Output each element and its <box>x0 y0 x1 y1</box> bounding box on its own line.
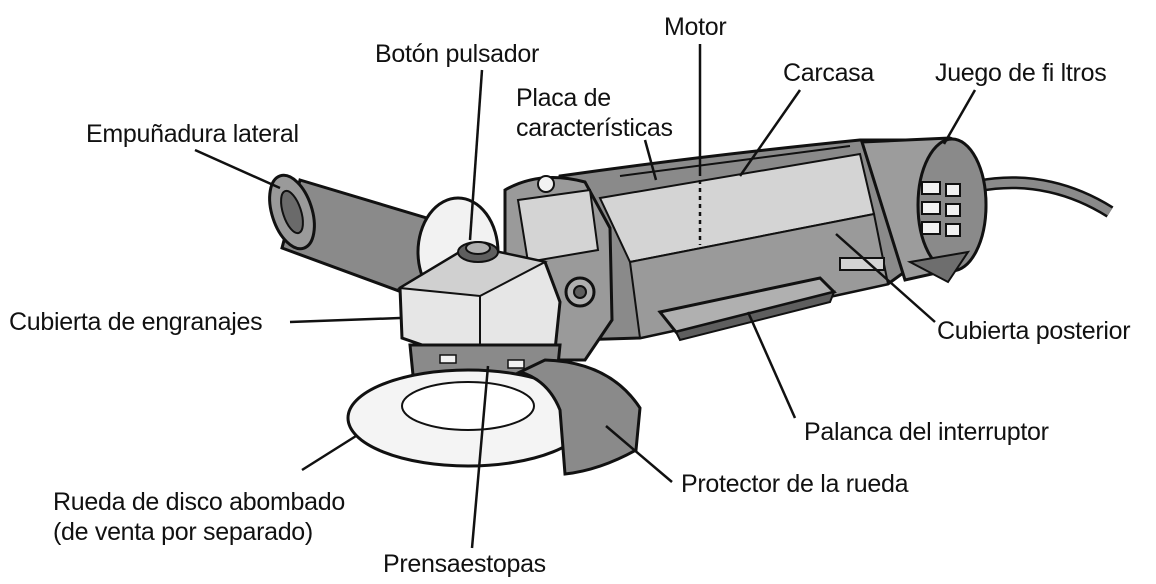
leader-wheel-guard <box>605 425 673 483</box>
label-rear-cover: Cubierta posterior <box>937 317 1131 345</box>
gear-cover <box>396 241 562 367</box>
label-wheel-line2: (de venta por separado) <box>53 518 313 546</box>
label-nameplate-line1: Placa de <box>516 84 611 112</box>
label-switch-lever: Palanca del interruptor <box>804 418 1049 446</box>
rear-cover <box>859 136 988 284</box>
label-nameplate-line2: características <box>516 114 673 142</box>
label-housing: Carcasa <box>783 59 874 87</box>
label-gland: Prensaestopas <box>383 550 546 578</box>
leader-gear-cover <box>289 316 401 324</box>
label-gear-cover: Cubierta de engranajes <box>9 308 263 336</box>
wheel-guard <box>515 358 642 476</box>
leader-switch <box>746 311 797 419</box>
leader-housing <box>738 89 802 177</box>
label-side-handle: Empuñadura lateral <box>86 120 299 148</box>
label-wheel-line1: Rueda de disco abombado <box>53 488 345 516</box>
label-wheel-guard: Protector de la rueda <box>681 470 909 498</box>
wheel-disc <box>346 368 590 468</box>
leader-side-handle <box>194 148 281 190</box>
leader-push-button <box>468 69 484 241</box>
leader-rear-cover <box>835 233 936 323</box>
label-filter-set: Juego de fi ltros <box>935 59 1107 87</box>
switch-lever <box>657 257 885 342</box>
leader-nameplate <box>643 139 658 181</box>
leader-wheel <box>301 434 357 472</box>
leader-lines <box>194 44 977 549</box>
leader-filter <box>942 89 977 145</box>
label-motor: Motor <box>664 13 727 41</box>
label-push-button: Botón pulsador <box>375 40 539 68</box>
side-handle <box>268 173 464 300</box>
leader-gland <box>470 365 490 549</box>
